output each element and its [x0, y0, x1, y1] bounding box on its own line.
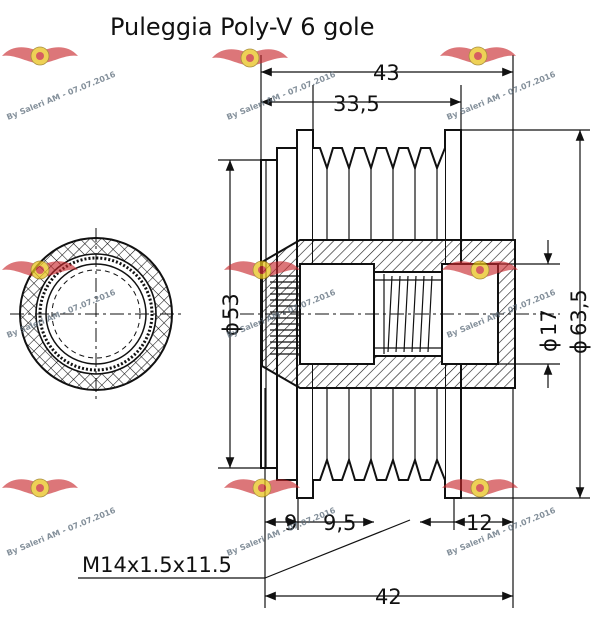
front-view — [10, 228, 182, 400]
watermark-text: By Saleri AM - 07.07.2016 — [5, 506, 117, 558]
dim-9: 9 — [284, 511, 297, 535]
watermark-logo-icon — [439, 46, 517, 66]
watermark-logo-icon — [211, 48, 289, 68]
watermark-logo-icon — [1, 46, 79, 66]
dim-diam-17: 17 — [537, 309, 561, 336]
dim-diam-symbol-17: ϕ — [537, 338, 561, 352]
drawing-title: Puleggia Poly-V 6 gole — [110, 13, 374, 41]
dim-12: 12 — [466, 511, 493, 535]
watermark-logo-icon — [223, 478, 301, 498]
dim-9-5: 9,5 — [323, 511, 356, 535]
dim-overall-bottom: 42 — [375, 585, 402, 609]
watermark-text: By Saleri AM - 07.07.2016 — [225, 70, 337, 122]
dim-overall-top: 43 — [373, 61, 400, 85]
watermark-text: By Saleri AM - 07.07.2016 — [5, 70, 117, 122]
dim-diam-63-5: 63,5 — [567, 289, 591, 336]
watermark-text: By Saleri AM - 07.07.2016 — [445, 506, 557, 558]
dim-pulley-width: 33,5 — [333, 92, 380, 116]
dim-diam-53: 53 — [219, 293, 243, 320]
dimension-lines — [78, 55, 590, 608]
watermark-logo-icon — [1, 478, 79, 498]
dim-diam-symbol-53: ϕ — [219, 322, 243, 336]
watermark-text: By Saleri AM - 07.07.2016 — [225, 506, 337, 558]
watermark-text: By Saleri AM - 07.07.2016 — [445, 70, 557, 122]
dim-thread: M14x1.5x11.5 — [82, 553, 232, 577]
dim-diam-symbol-63-5: ϕ — [567, 340, 591, 354]
